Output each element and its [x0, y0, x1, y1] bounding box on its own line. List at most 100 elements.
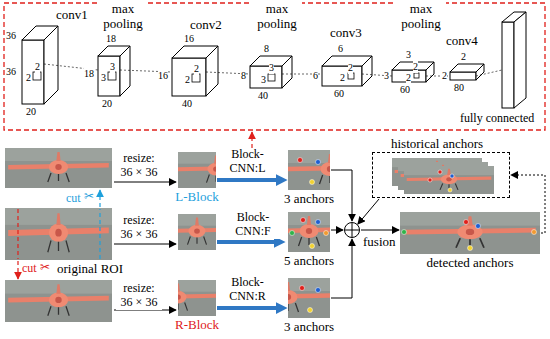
part-label: max pooling — [396, 2, 446, 32]
dimension-number: 36 — [6, 66, 16, 78]
anchor-dots-part — [402, 230, 407, 235]
dimension-number: 3 — [261, 74, 266, 86]
flow-arrow — [331, 170, 352, 221]
anchor-image: 3 anchors — [288, 278, 330, 318]
part-label: conv1 — [56, 8, 88, 23]
cut-lines-part — [17, 261, 18, 279]
node-label: 3 anchors — [284, 192, 334, 207]
dimension-number: 18 — [84, 68, 94, 80]
dimension-number: 16 — [184, 33, 194, 45]
history-box: historical anchors — [372, 152, 510, 198]
node-label: 5 anchors — [284, 254, 334, 269]
block-cnn-arrow — [217, 240, 276, 244]
dimension-number: 36 — [6, 30, 16, 42]
photo-patches-part — [400, 212, 540, 254]
cnn-blocks-part — [450, 72, 476, 80]
photo-patches-part — [278, 150, 383, 190]
anchor-dots-part — [300, 286, 305, 291]
anchor-dots-part — [310, 180, 315, 185]
dimension-number: 8 — [264, 43, 269, 55]
dimension-number: 3 — [110, 61, 115, 73]
part-label: conv4 — [446, 34, 478, 49]
dimension-number: 18 — [106, 33, 116, 45]
cnn-blocks-part — [426, 62, 434, 82]
anchor-image: 3 anchors — [288, 150, 330, 190]
block-image: R-Block — [178, 280, 216, 316]
anchor-dots — [290, 158, 537, 313]
flow-arrow — [331, 239, 352, 298]
resize-arrows-part — [114, 244, 176, 245]
dimension-number: 6 — [313, 70, 318, 82]
dimension-number: 2 — [340, 72, 345, 84]
detected-image: detected anchors — [400, 212, 540, 254]
part-label: fully connected — [460, 112, 534, 126]
flow-arrow — [511, 175, 545, 233]
anchor-dots-part — [324, 231, 329, 236]
part-label: cut — [22, 262, 37, 276]
kernel-squares-part — [33, 72, 41, 80]
block-image: L-Block — [178, 152, 216, 188]
anchor-dots-part — [301, 218, 306, 223]
dimension-number: 40 — [258, 90, 268, 102]
anchor-dots-part — [448, 188, 452, 192]
part-label: max pooling — [252, 2, 302, 32]
part-label: resize: 36 × 36 — [116, 282, 162, 310]
cnn-blocks-part — [362, 56, 372, 86]
photo-patches-part-part — [278, 150, 383, 190]
dimension-number: 60 — [334, 88, 344, 100]
anchor-dots-part — [438, 170, 442, 174]
cnn-blocks-part — [172, 58, 206, 96]
cnn-arrow — [217, 178, 278, 182]
dimension-number: 2 — [26, 72, 31, 84]
anchor-dots-part — [428, 178, 432, 182]
dimension-number: 60 — [400, 84, 410, 96]
node-label: 3 anchors — [284, 320, 334, 335]
dimension-number: 3 — [406, 49, 411, 61]
photo-patches-part — [5, 280, 112, 322]
flow-arrow — [358, 199, 379, 224]
anchor-dots-part — [298, 158, 303, 163]
dimension-number: 40 — [182, 98, 192, 110]
flow-arrow — [361, 230, 399, 231]
dimension-number: 2 — [348, 62, 353, 74]
node-label: R-Block — [175, 318, 219, 333]
part-label: conv2 — [190, 18, 222, 33]
photo-patches-part-part — [404, 166, 494, 194]
anchor-dots-part — [468, 246, 473, 251]
cnn-blocks-part — [44, 26, 58, 104]
photo-patches — [5, 148, 540, 322]
resize-arrows-part — [114, 182, 176, 183]
dimension-number: 2 — [35, 61, 40, 73]
dimension-number: 2 — [413, 61, 418, 73]
kernel-squares-part — [268, 74, 275, 81]
roi-image: original ROI — [5, 208, 112, 260]
dimension-number: 2 — [185, 74, 190, 86]
cnn-arrow — [217, 306, 278, 310]
dimension-number: 80 — [454, 82, 464, 94]
anchor-image: 5 anchors — [288, 212, 330, 252]
part-label: resize: 36 × 36 — [116, 152, 162, 180]
cnn-region — [4, 3, 545, 130]
cut-lines-part — [251, 132, 252, 148]
part-label: resize: 36 × 36 — [116, 214, 162, 242]
anchor-dots-part — [316, 288, 321, 293]
resize-arrows — [114, 182, 176, 310]
anchor-dots-part — [464, 220, 469, 225]
photo-patches-part-part — [400, 212, 540, 254]
anchor-dots-part — [310, 244, 315, 249]
part-label: max pooling — [98, 2, 148, 32]
anchor-dots-part — [316, 160, 321, 165]
cnn-blocks-part — [206, 46, 218, 96]
anchor-dots-part — [476, 224, 481, 229]
fusion-symbol — [345, 223, 359, 237]
plus-sign — [345, 223, 359, 237]
dimension-number: 8 — [241, 70, 246, 82]
kernel-squares-part — [108, 72, 116, 80]
node-label: L-Block — [175, 190, 218, 205]
cnn-blocks-part — [98, 56, 120, 96]
anchor-dots-part — [532, 230, 537, 235]
kernel-squares-part — [348, 73, 354, 79]
node-label: historical anchors — [391, 137, 483, 152]
